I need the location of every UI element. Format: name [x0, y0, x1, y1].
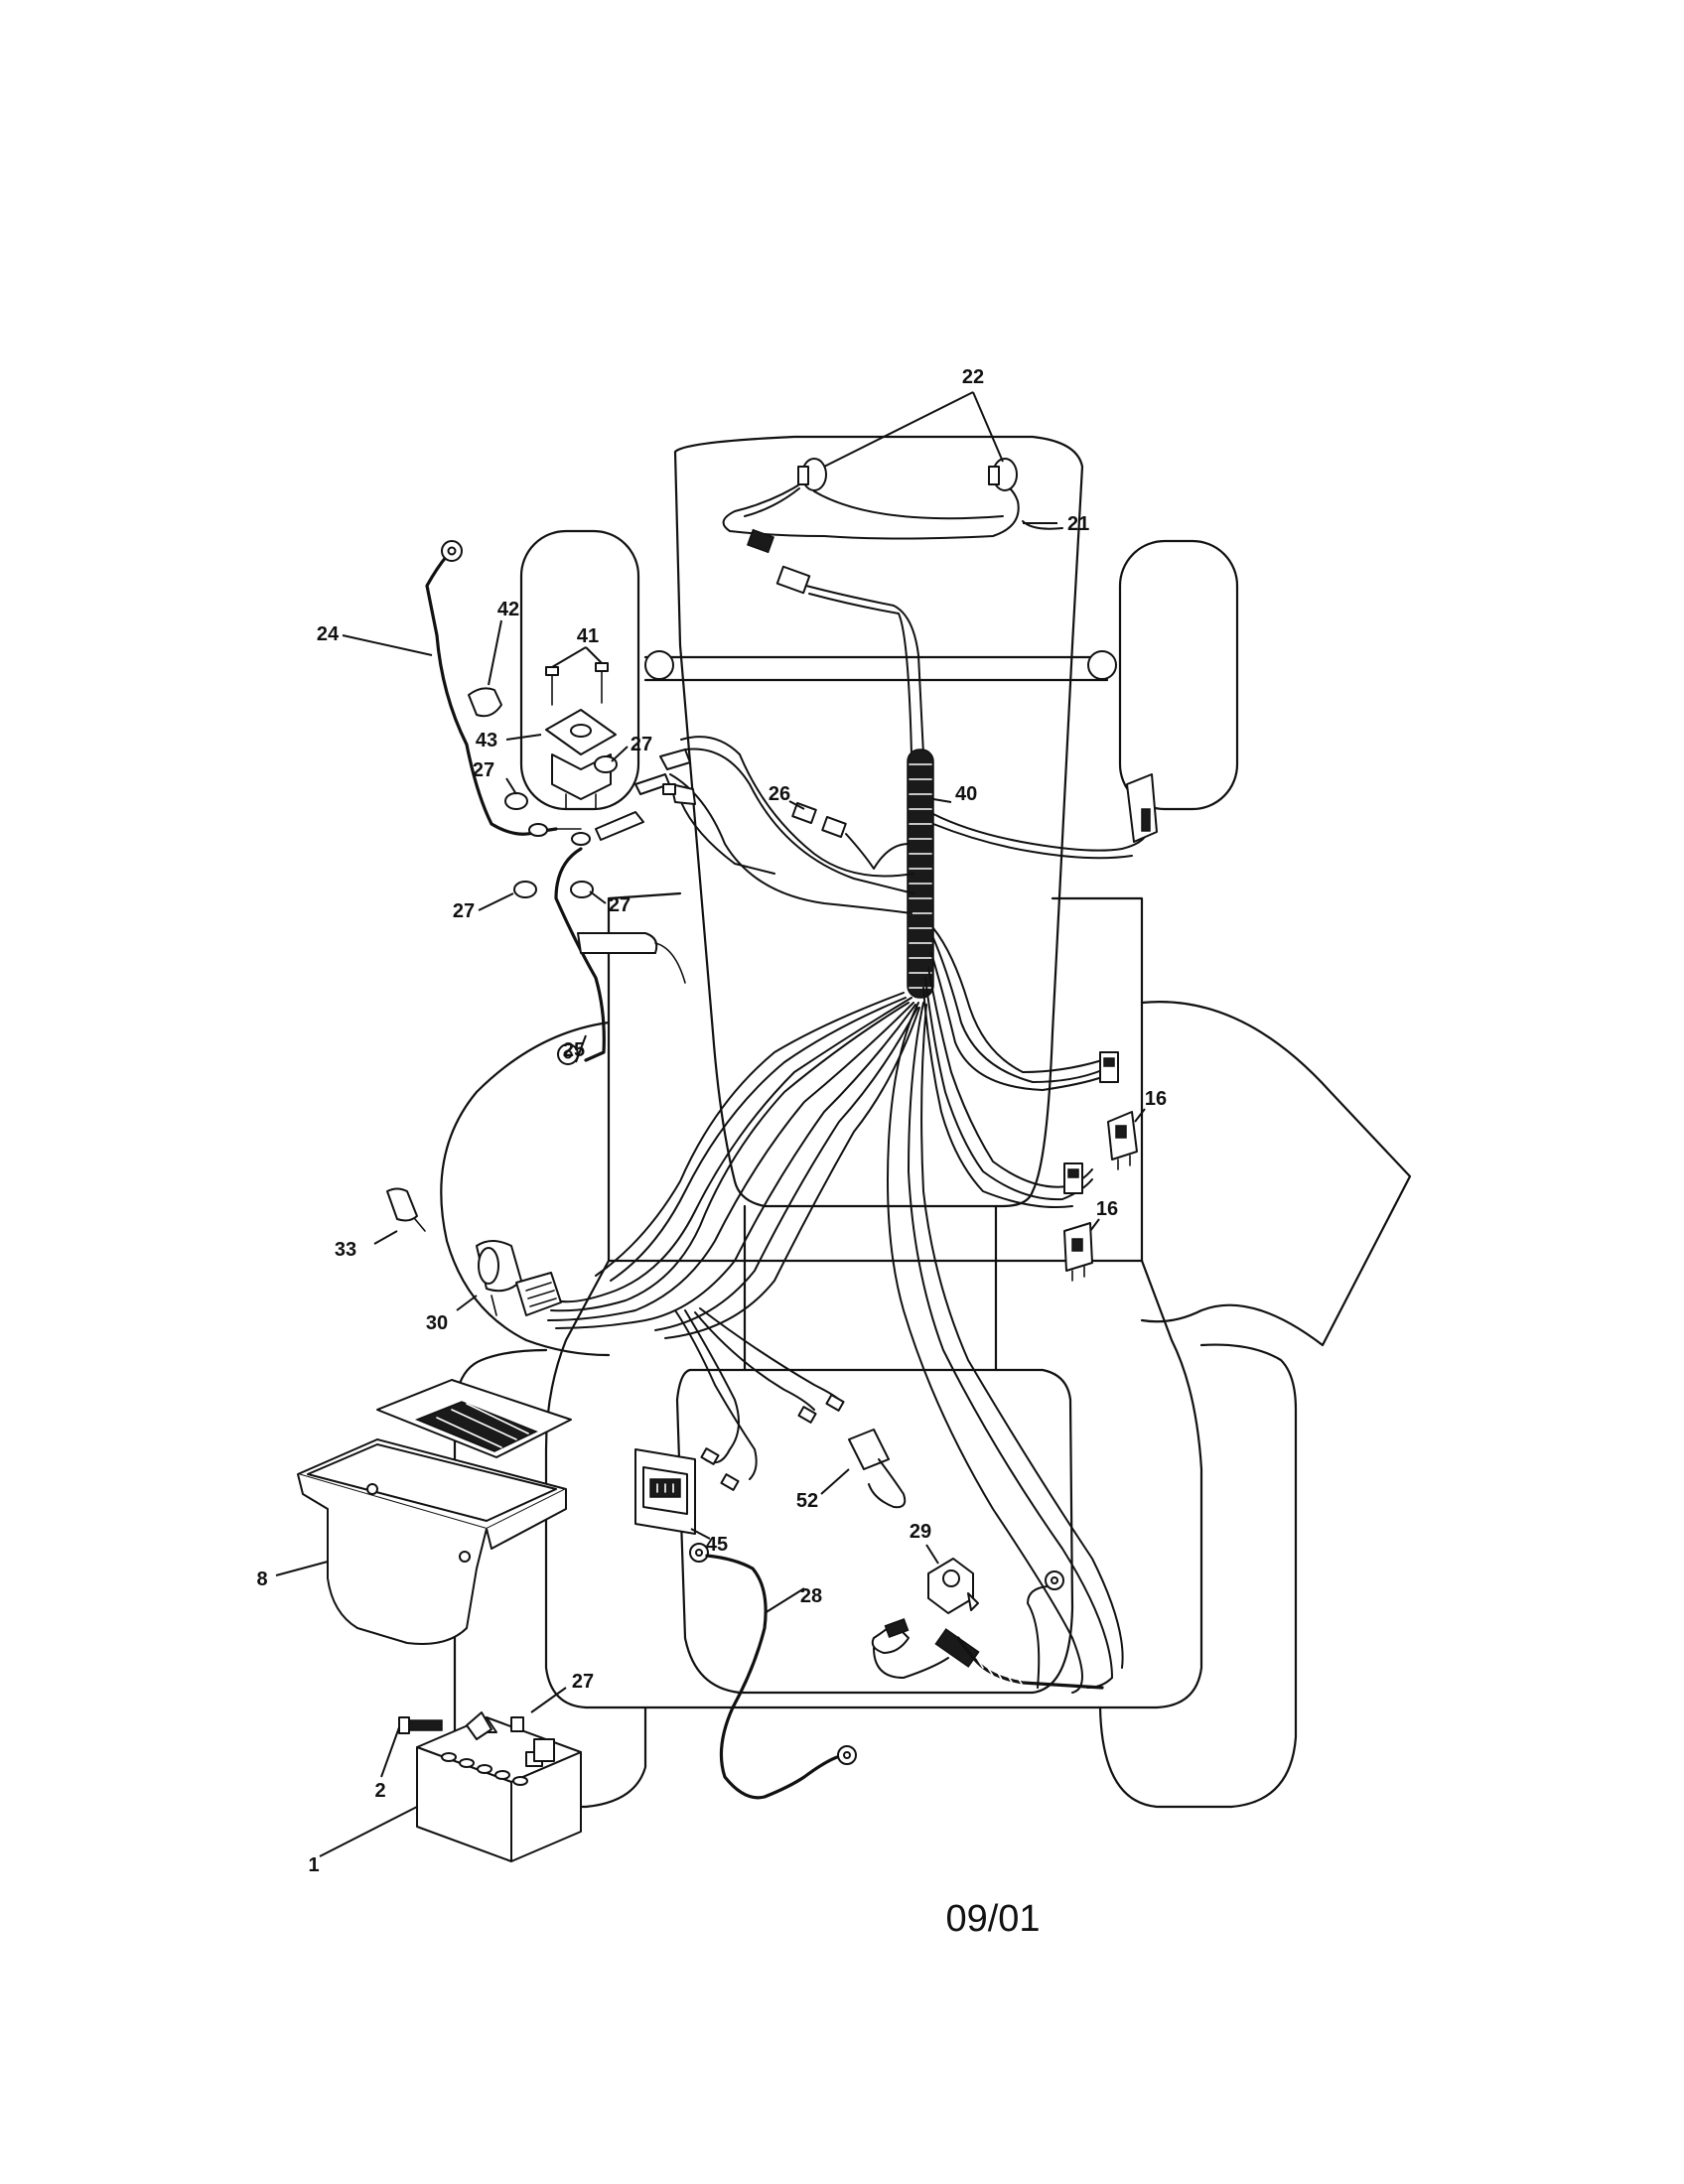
callout-33: 33 — [335, 1239, 356, 1261]
callout-28: 28 — [800, 1585, 822, 1607]
callout-43: 43 — [476, 730, 497, 751]
hour-meter — [634, 1448, 696, 1535]
date-code: 09/01 — [945, 1898, 1040, 1940]
leader-lines — [275, 391, 1146, 1857]
headlight-harness — [722, 458, 1063, 755]
callout-45: 45 — [706, 1534, 728, 1556]
callout-27-d: 27 — [609, 894, 631, 916]
callout-26: 26 — [769, 783, 790, 805]
callout-52: 52 — [796, 1490, 818, 1512]
callout-labels: 22 21 42 41 24 43 27 27 27 27 26 40 25 1… — [256, 366, 1167, 1876]
callout-40: 40 — [955, 783, 977, 805]
callout-24: 24 — [317, 623, 340, 645]
callout-41: 41 — [577, 625, 599, 647]
battery — [416, 1716, 582, 1862]
callout-42: 42 — [497, 599, 519, 620]
callout-27-e: 27 — [572, 1671, 594, 1693]
battery-bolt — [398, 1716, 443, 1734]
callout-8: 8 — [256, 1569, 267, 1590]
callout-29: 29 — [910, 1521, 931, 1543]
callout-21: 21 — [1067, 513, 1089, 535]
callout-27-c: 27 — [453, 900, 475, 922]
switch-16-upper — [1107, 1111, 1138, 1170]
callout-16-a: 16 — [1145, 1088, 1167, 1110]
callout-27-a: 27 — [473, 759, 494, 781]
headlight-left — [797, 458, 827, 491]
battery-nut — [466, 1711, 524, 1740]
connector-52 — [848, 1429, 907, 1509]
seat-switch — [927, 1558, 979, 1614]
callout-27-b: 27 — [631, 734, 652, 755]
callout-25: 25 — [563, 1039, 585, 1061]
callout-1: 1 — [308, 1854, 319, 1876]
main-harness — [547, 736, 1158, 1694]
ground-cable — [689, 1543, 857, 1800]
ignition-switch — [476, 1240, 562, 1316]
callout-22: 22 — [962, 366, 984, 388]
callout-16-b: 16 — [1096, 1198, 1118, 1220]
seat-harness — [871, 1570, 1104, 1690]
callout-2: 2 — [374, 1780, 385, 1802]
headlight-right — [988, 458, 1018, 491]
switch-16-lower — [1063, 1222, 1093, 1282]
battery-box — [297, 1379, 572, 1645]
solenoid-assembly — [425, 540, 686, 1065]
ignition-key — [386, 1187, 426, 1232]
callout-30: 30 — [426, 1312, 448, 1334]
tractor-outline — [440, 435, 1412, 1809]
